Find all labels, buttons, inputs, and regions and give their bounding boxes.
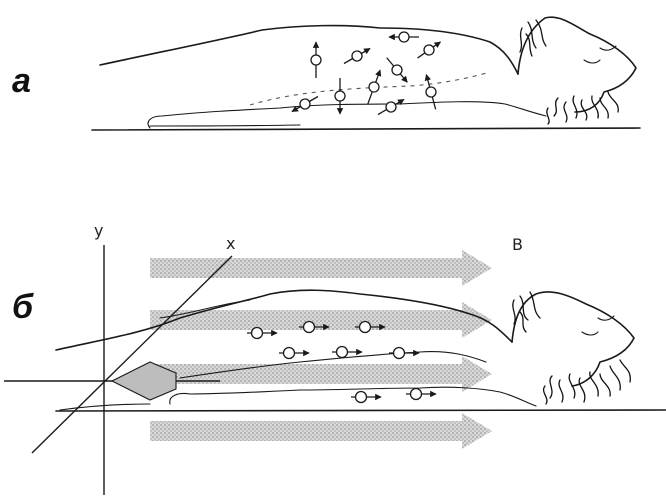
spin-aligned-4 (279, 348, 309, 359)
panel-a-label: а (12, 62, 31, 100)
spin-aligned-7 (351, 392, 381, 403)
field-band-2 (150, 302, 492, 338)
table-line-b (56, 410, 666, 411)
field-band-4 (150, 413, 492, 449)
panel-b-label: б (12, 288, 34, 326)
panel-b: б y x B (4, 221, 666, 495)
spin-random-2 (342, 44, 373, 68)
y-axis-label: y (94, 221, 103, 240)
field-label: B (512, 235, 523, 254)
spin-random-5 (383, 55, 411, 86)
spin-random-4 (415, 38, 444, 62)
spin-random-8 (422, 73, 441, 110)
x-axis-label: x (226, 234, 235, 253)
field-band-3 (150, 356, 492, 392)
field-band-1 (150, 250, 492, 286)
magnetic-field-bands (150, 250, 492, 449)
spin-random-10 (376, 95, 407, 119)
spin-random-7 (335, 78, 345, 114)
spin-random-3 (389, 32, 419, 42)
panel-a: а (12, 17, 640, 130)
table-line-a (92, 128, 640, 130)
spin-random-9 (290, 92, 321, 116)
body-silhouette-a (100, 17, 636, 128)
spin-random-6 (363, 68, 385, 105)
spin-aligned-8 (406, 389, 436, 400)
spin-random-1 (311, 42, 321, 78)
spin-aligned-6 (389, 348, 419, 359)
spin-aligned-5 (332, 347, 362, 358)
